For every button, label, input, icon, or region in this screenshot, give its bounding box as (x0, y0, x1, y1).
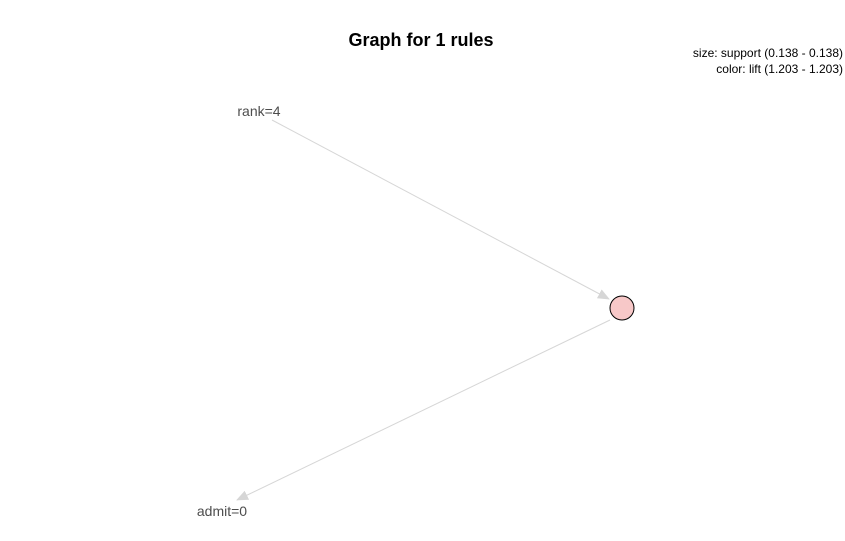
legend-color: color: lift (1.203 - 1.203) (716, 62, 843, 76)
node-label-admit0: admit=0 (197, 503, 247, 519)
edge-rule-to-admit0 (236, 319, 611, 501)
rule-node[interactable] (609, 295, 635, 321)
node-label-rank4: rank=4 (237, 103, 280, 119)
legend-size: size: support (0.138 - 0.138) (693, 46, 843, 60)
edge-rank4-to-rule (271, 119, 610, 300)
graph-title: Graph for 1 rules (348, 30, 493, 50)
